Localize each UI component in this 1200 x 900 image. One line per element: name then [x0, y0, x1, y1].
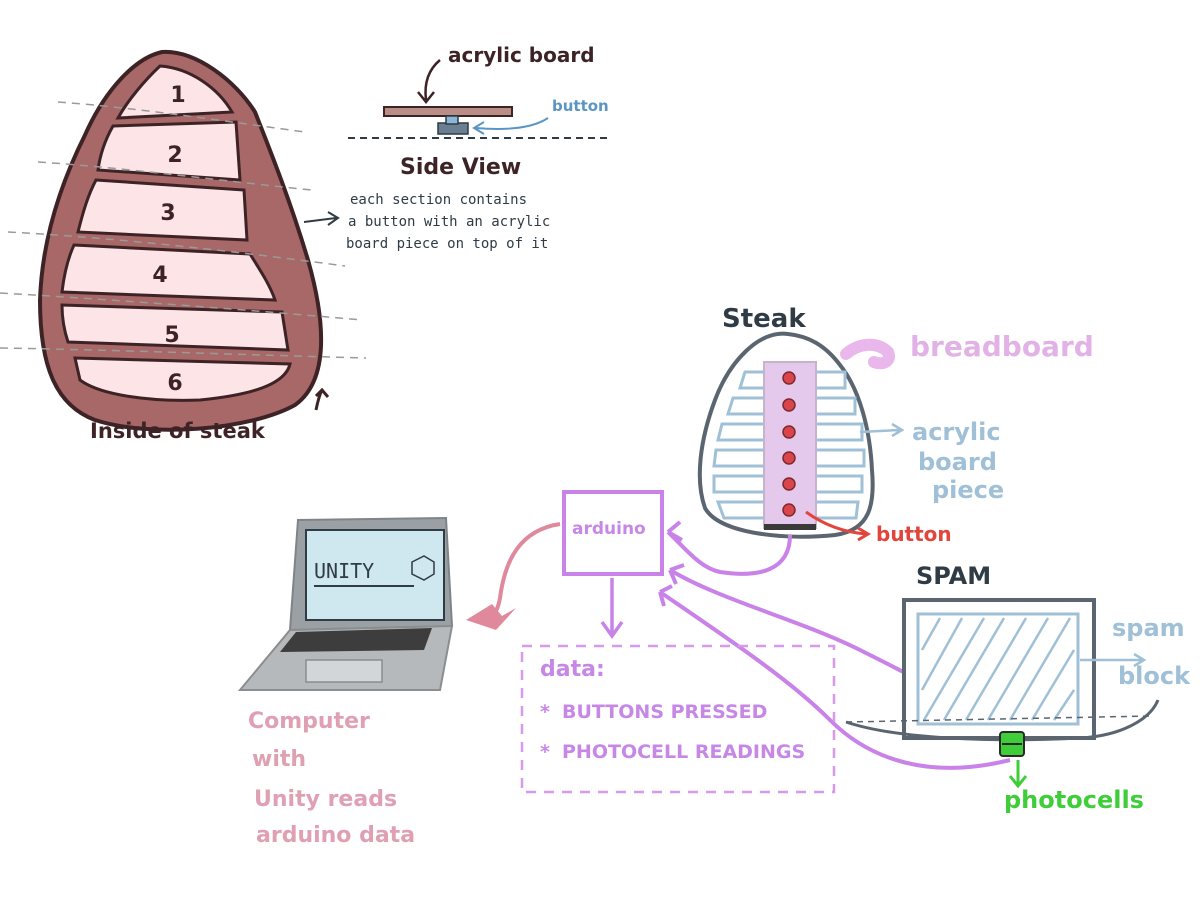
steak-assembly: Steak breadboard acrylic board piece [697, 304, 1094, 546]
spam-surface-line [845, 715, 1151, 723]
laptop-caption-line: with [252, 747, 306, 772]
laptop-screen [305, 529, 445, 621]
section-number: 3 [160, 201, 175, 226]
laptop-arrow-icon [466, 604, 516, 630]
laptop-caption-line: arduino data [256, 823, 415, 848]
side-button-label: button [552, 97, 609, 115]
data-box-title: data: [540, 657, 605, 682]
spam-block-arrow-icon [1080, 652, 1147, 668]
breadboard-label: breadboard [910, 330, 1094, 363]
section-number: 6 [167, 371, 182, 396]
note-line: a button with an acrylic [348, 214, 550, 230]
arduino-block: arduino [562, 490, 664, 640]
section-number: 1 [170, 83, 185, 108]
spam-hatching [920, 617, 1076, 721]
acrylic-piece-label: board [918, 448, 997, 476]
laptop-trackpad [305, 659, 383, 683]
side-view-caption: Side View [400, 155, 521, 180]
breadboard-arrow-icon [840, 338, 895, 370]
spam-base [845, 699, 1160, 742]
section-4-area [60, 243, 278, 302]
photocells-label: photocells [1004, 786, 1144, 814]
acrylic-board-label: acrylic board [448, 43, 595, 67]
arduino-box [562, 490, 664, 576]
section-number: 2 [167, 143, 182, 168]
acrylic-piece-label: acrylic [912, 418, 1001, 446]
side-view: acrylic board button Side View [348, 43, 610, 180]
steak-title: Steak [722, 304, 806, 334]
unity-screen-text: UNITY [314, 559, 374, 583]
note-line: board piece on top of it [346, 236, 548, 252]
arduino-to-data-arrow-icon [600, 578, 624, 640]
section-6-area [73, 356, 292, 402]
laptop-keyboard [280, 628, 432, 652]
spam-title: SPAM [916, 562, 991, 590]
data-box: data: * BUTTONS PRESSED * PHOTOCELL READ… [520, 644, 836, 794]
arduino-label: arduino [572, 519, 646, 539]
note-line: each section contains [350, 192, 527, 208]
section-2-area [96, 120, 242, 182]
photocell-arrow-icon [1008, 760, 1028, 789]
section-1-area [115, 64, 235, 120]
steak-cutaway: 1 2 3 4 5 6 Inside of steak each section… [0, 49, 550, 443]
steak-buttons [782, 371, 796, 517]
data-bullet: * [540, 701, 550, 723]
laptop-caption-line: Unity reads [254, 787, 397, 812]
acrylic-board-shape [383, 106, 513, 117]
caption-arrow-icon [314, 387, 330, 411]
steak-button-arrow-icon [805, 510, 871, 542]
data-item-photocells: PHOTOCELL READINGS [562, 741, 805, 763]
acrylic-piece-label: piece [932, 476, 1004, 504]
side-button-arrow-icon [472, 117, 549, 135]
breadboard-shape [763, 361, 817, 529]
section-number: 4 [152, 263, 167, 288]
breadboard-base [764, 524, 816, 530]
laptop-caption-line: Computer [248, 709, 370, 734]
section-5-area [60, 303, 290, 352]
arduino-to-laptop-wire [484, 522, 561, 624]
data-bullet: * [540, 741, 550, 763]
spam-assembly: SPAM spam block photocells [845, 562, 1191, 814]
steak-to-arduino-wire [666, 530, 792, 576]
unity-logo-icon [411, 555, 435, 581]
acrylic-piece-arrow-icon [859, 422, 905, 438]
data-box-border [520, 644, 836, 794]
section-3-area [76, 178, 249, 242]
acrylic-arrow-icon [417, 59, 441, 105]
cut-lines [0, 101, 367, 359]
steak-cutaway-caption: Inside of steak [90, 419, 266, 443]
data-item-buttons: BUTTONS PRESSED [562, 701, 767, 723]
laptop: UNITY Computer with Unity reads arduino … [237, 516, 454, 848]
section-number: 5 [164, 323, 179, 348]
side-button-cap [445, 115, 459, 125]
note-arrow-icon [303, 211, 340, 226]
spam-block [916, 612, 1080, 726]
spam-block-label: spam [1112, 614, 1185, 642]
spam-block-label: block [1118, 662, 1191, 690]
steak-button-label: button [876, 522, 952, 546]
